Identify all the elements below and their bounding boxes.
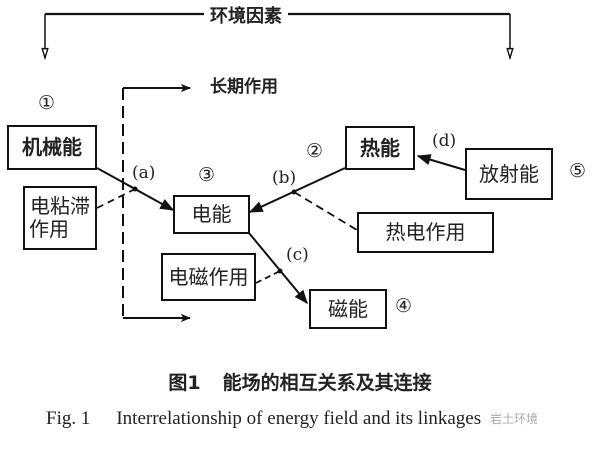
thermal-energy-box: 热能: [345, 126, 415, 170]
caption-chinese: 图1 能场的相互关系及其连接: [0, 368, 600, 395]
caption-cn-text: 能场的相互关系及其连接: [222, 372, 432, 394]
link-a-effect-dashed: [96, 188, 136, 209]
watermark: 岩土环境: [490, 412, 539, 426]
electroviscous-line1: 电粘滞: [30, 194, 90, 218]
environment-factors-label: 环境因素: [204, 2, 288, 28]
link-label-c: (c): [286, 245, 309, 265]
long-term-label: 长期作用: [210, 77, 278, 97]
radiant-energy-box: 放射能: [465, 148, 553, 200]
node-number-mechanical: ①: [38, 92, 56, 114]
link-d-arrow: [416, 154, 466, 171]
magnetic-energy-box: 磁能: [309, 289, 387, 329]
electric-energy-box: 电能: [173, 195, 250, 234]
caption-cn-figure-number: 图1: [168, 372, 201, 394]
link-b-effect-dashed: [293, 191, 358, 231]
link-label-a: (a): [132, 163, 156, 183]
caption-en-text: Interrelationship of energy field and it…: [116, 408, 482, 429]
link-c-effect-dashed: [255, 270, 281, 284]
thermoelectric-effect-box: 热电作用: [357, 212, 494, 253]
caption-english: Fig. 1 Interrelationship of energy field …: [46, 408, 481, 430]
node-number-electric: ③: [198, 164, 216, 186]
node-number-magnetic: ④: [395, 295, 413, 317]
electromagnetic-effect-box: 电磁作用: [161, 253, 256, 301]
electroviscous-effect-box: 电粘滞 作用: [23, 186, 97, 250]
electroviscous-line2: 作用: [29, 217, 69, 241]
link-label-d: (d): [432, 131, 457, 151]
link-label-b: (b): [272, 168, 297, 188]
node-number-radiant: ⑤: [569, 160, 587, 182]
long-term-connector: [122, 83, 191, 323]
link-b-arrow: [248, 167, 346, 213]
caption-en-figure-number: Fig. 1: [46, 408, 91, 429]
link-c-arrow: [248, 232, 308, 305]
node-number-thermal: ②: [306, 140, 324, 162]
mechanical-energy-box: 机械能: [7, 125, 97, 170]
